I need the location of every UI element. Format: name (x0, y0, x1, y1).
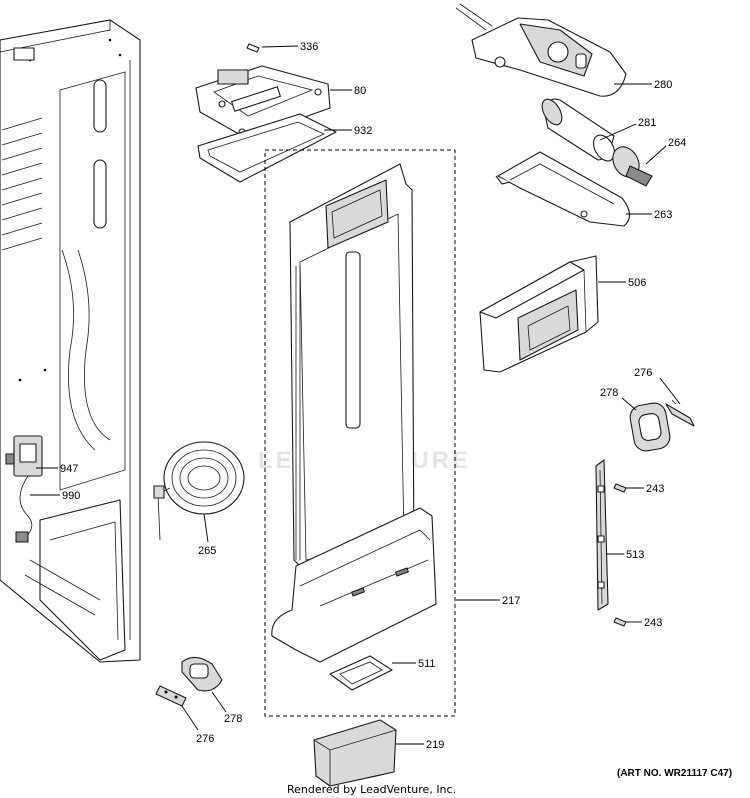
callout-511: 511 (418, 658, 436, 670)
callout-281: 281 (638, 117, 656, 129)
switch-276-upper (665, 399, 695, 427)
rendered-by-credit: Rendered by LeadVenture, Inc. (287, 783, 456, 796)
assembly-outline-217 (264, 149, 456, 717)
callout-932: 932 (354, 125, 372, 137)
switch-276-lower (155, 685, 187, 707)
callout-506: 506 (628, 277, 646, 289)
callout-278-upper: 278 (600, 387, 618, 399)
callout-276-upper: 276 (634, 367, 652, 379)
callout-243-lower: 243 (644, 617, 662, 629)
heater-coil-265 (153, 441, 245, 541)
callout-264: 264 (668, 137, 686, 149)
filter-housing-263 (495, 151, 631, 227)
callout-278-lower: 278 (224, 713, 242, 725)
callout-513: 513 (626, 549, 644, 561)
callout-990: 990 (62, 490, 80, 502)
pin-336 (246, 43, 260, 53)
leader-lines (30, 45, 681, 745)
callout-265: 265 (198, 545, 216, 557)
callout-947: 947 (60, 463, 78, 475)
filter-cap-264 (612, 146, 653, 187)
wire-harness-990 (19, 475, 33, 541)
callout-80: 80 (354, 85, 366, 97)
ice-bucket-219 (313, 719, 397, 787)
drip-tray-511 (329, 655, 393, 691)
cabinet-grille (1, 117, 43, 251)
bezel-278-upper (629, 402, 671, 452)
rail-513 (595, 459, 609, 611)
callout-280: 280 (654, 79, 672, 91)
callout-276-lower: 276 (196, 733, 214, 745)
dispenser-housing-506 (479, 255, 599, 373)
bracket-80 (195, 65, 331, 139)
callout-243-upper: 243 (646, 483, 664, 495)
dispenser-panel (271, 163, 437, 663)
screw-243-upper (613, 483, 627, 493)
bezel-278-lower (181, 656, 223, 692)
auger-housing-280 (455, 3, 627, 97)
gasket-932 (197, 113, 337, 183)
refrigerator-cabinet (0, 19, 141, 663)
callout-219: 219 (426, 739, 444, 751)
art-number: (ART NO. WR21117 C47) (617, 768, 732, 779)
callout-217: 217 (502, 595, 520, 607)
filter-cartridge-281 (541, 98, 616, 162)
screw-243-lower (613, 617, 627, 627)
callout-263: 263 (654, 209, 672, 221)
callout-336: 336 (300, 41, 318, 53)
